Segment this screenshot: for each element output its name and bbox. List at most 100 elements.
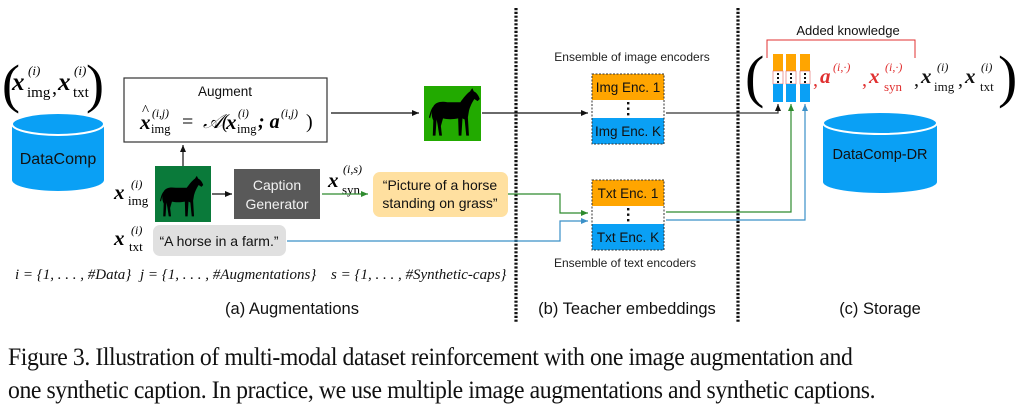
input-image-label: x (i) img [113,177,149,208]
txt-enc-1-block [592,180,664,206]
img-enc-1-block [592,74,664,100]
added-knowledge-bracket [766,39,916,58]
svg-text:Caption: Caption [253,177,301,193]
svg-text:Img Enc. 1: Img Enc. 1 [596,80,661,95]
original-caption-box: “A horse in a farm.” [153,225,286,256]
augment-title: Augment [198,84,252,99]
svg-text:Txt Enc. K: Txt Enc. K [597,230,659,245]
source-tuple-x-img: x [11,69,25,96]
svg-text:standing on grass”: standing on grass” [382,195,498,211]
augmented-horse-image [424,86,481,141]
input-horse-image [155,166,211,222]
section-b-title: (b) Teacher embeddings [538,300,716,318]
augment-box: Augment x ^ (i,j) img = 𝒜( x (i) img ; a… [123,77,328,143]
svg-text:txt: txt [129,239,143,254]
svg-text:(i): (i) [238,108,249,120]
section-a-title: (a) Augmentations [225,300,359,318]
storage-tuple: ( , a (i,·) , x (i,·) syn , x (i) im [745,44,1017,109]
svg-text:,: , [52,77,57,99]
figure-diagram: ( x (i) img , x (i) txt ) DataComp Augme… [2,8,1017,322]
arrow-text-encoders-synthetic-to-storage [666,104,794,213]
figure-caption-line-1: Figure 3. Illustration of multi-modal da… [8,342,853,371]
index-def-i: i = {1, . . . , #Data} [15,267,131,283]
svg-text:x: x [225,110,237,134]
svg-text:x: x [113,226,125,250]
svg-text:): ) [86,54,104,114]
svg-text:img: img [128,193,149,208]
svg-text:x: x [327,168,339,192]
figure-caption-line-2: one synthetic caption. In practice, we u… [8,375,876,404]
img-enc-k-block [592,118,664,144]
index-def-j: j = {1, . . . , #Augmentations} [138,267,316,283]
datacomp-label: DataComp [20,151,97,168]
svg-text:; a: ; a [258,111,280,133]
image-encoder-ensemble: Img Enc. 1 Img Enc. K [591,73,665,145]
augment-formula: x ^ (i,j) img = 𝒜( x (i) img ; a (i,j) ) [139,103,313,136]
svg-text:Img Enc. K: Img Enc. K [595,124,661,139]
svg-text:x: x [113,180,125,204]
svg-text:a: a [820,64,831,88]
arrow-original-caption-to-text-encoders [287,218,588,242]
tuple-img-sub: img [934,79,955,94]
svg-text:^: ^ [142,103,149,119]
svg-text:(i,s): (i,s) [343,162,362,176]
svg-text:x: x [920,64,932,88]
svg-text:(i,j): (i,j) [281,108,298,120]
svg-text:(i,j): (i,j) [152,108,169,120]
ellipsis-dots-icon [627,208,630,222]
image-ensemble-label: Ensemble of image encoders [554,50,709,64]
svg-text:(i): (i) [131,223,142,237]
embedding-bar-image [772,54,784,102]
svg-text:(i): (i) [131,177,142,191]
datacomp-dr-database-icon: DataComp-DR [822,111,938,193]
svg-text:syn: syn [342,182,361,197]
svg-text:“A horse in a farm.”: “A horse in a farm.” [159,233,278,249]
svg-text:,: , [862,69,867,91]
figure-caption: Figure 3. Illustration of multi-modal da… [8,340,947,406]
svg-text:=: = [182,111,193,133]
ellipsis-dots-icon [627,102,630,116]
svg-text:x: x [964,64,976,88]
arrow-text-encoders-original-to-storage [666,104,808,221]
tuple-txt-sub: txt [980,79,994,94]
embedding-bar-original-text [799,54,811,102]
svg-text:(i): (i) [74,63,86,78]
svg-text:txt: txt [73,85,90,101]
tuple-syn-sup: (i,·) [885,60,902,74]
svg-text:img: img [237,122,257,136]
svg-text:(: ( [745,44,764,109]
svg-text:Txt Enc. 1: Txt Enc. 1 [598,186,659,201]
txt-enc-k-block [592,224,664,250]
datacomp-dr-label: DataComp-DR [832,147,927,163]
index-definitions: i = {1, . . . , #Data} j = {1, . . . , #… [15,267,506,283]
caption-generator-box: Caption Generator [234,169,320,219]
svg-text:(i): (i) [28,63,40,78]
svg-text:x: x [139,110,151,134]
text-encoder-ensemble: Txt Enc. 1 Txt Enc. K [591,179,665,251]
svg-text:Generator: Generator [245,196,308,212]
embedding-bar-synthetic-text [785,54,797,102]
svg-text:): ) [306,111,313,133]
arrow-synthetic-caption-to-text-encoders [508,193,588,216]
svg-text:x: x [868,64,880,88]
tuple-txt-sup: (i) [981,60,992,74]
text-ensemble-label: Ensemble of text encoders [554,256,696,270]
tuple-syn-sub: syn [884,79,903,94]
svg-text:,: , [914,69,919,91]
svg-text:): ) [998,44,1017,109]
original-text-label: x (i) txt [113,223,143,254]
source-tuple-x-txt: x [57,69,71,96]
synthetic-caption-label: x (i,s) syn [327,162,362,197]
svg-text:,: , [813,69,818,91]
tuple-a-sup: (i,·) [833,60,850,74]
svg-text:(: ( [2,54,20,114]
datacomp-database-icon: DataComp [11,112,105,191]
added-knowledge-label: Added knowledge [796,23,899,38]
synthetic-caption-box: “Picture of a horse standing on grass” [373,172,508,217]
svg-text:img: img [27,85,51,101]
arrow-image-encoders-to-storage [666,104,781,114]
index-def-s: s = {1, . . . , #Synthetic-caps} [331,267,506,283]
svg-text:,: , [958,69,963,91]
section-c-title: (c) Storage [839,300,921,318]
tuple-img-sup: (i) [937,60,948,74]
